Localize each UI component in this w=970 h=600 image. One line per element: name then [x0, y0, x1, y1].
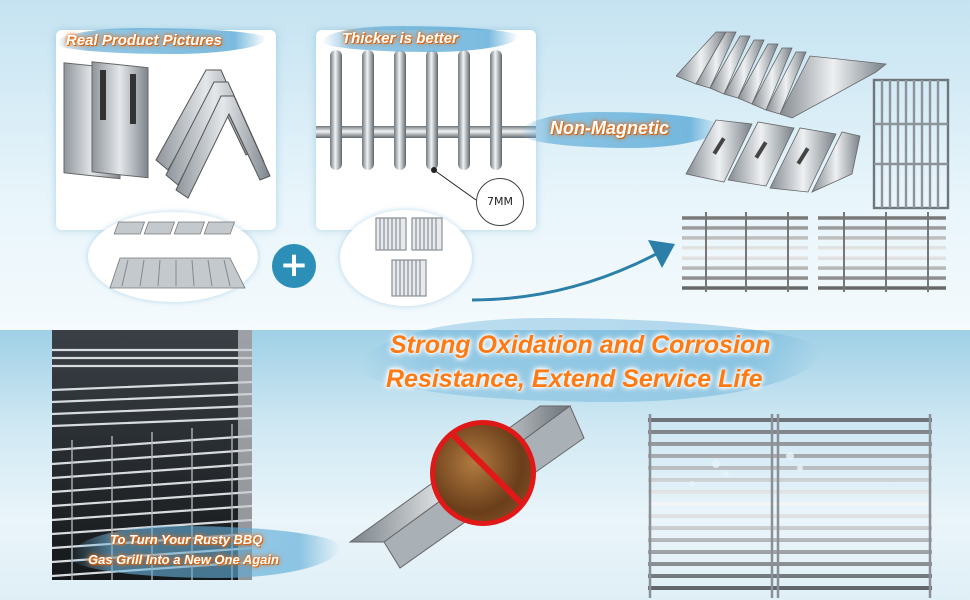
arrow-icon — [471, 240, 675, 302]
real-product-label: Real Product Pictures — [66, 32, 222, 49]
bars-preview-photo — [109, 221, 246, 289]
caption-line-1: To Turn Your Rusty BBQ — [110, 532, 263, 547]
real-product-card — [56, 30, 276, 230]
caption-brush — [70, 526, 340, 578]
thicker-brush — [322, 26, 518, 52]
real-product-brush — [56, 28, 266, 54]
flavorizer-bars-photo — [63, 61, 271, 199]
headline-line-2: Resistance, Extend Service Life — [386, 365, 763, 393]
non-magnetic-label: Non-Magnetic — [550, 118, 669, 138]
caption-line-2: Gas Grill Into a New One Again — [88, 552, 279, 567]
large-grate-photo — [648, 414, 932, 598]
grate-rods-photo — [316, 50, 536, 201]
plus-icon: + — [272, 244, 316, 288]
thicker-card — [316, 30, 536, 230]
thickness-badge: 7MM — [476, 178, 524, 226]
non-magnetic-brush — [520, 112, 720, 148]
headline-line-1: Strong Oxidation and Corrosion — [390, 331, 771, 359]
product-set-photo — [676, 31, 950, 292]
thicker-label: Thicker is better — [342, 30, 458, 47]
headline-brush — [360, 318, 820, 402]
grates-preview-photo — [375, 217, 443, 297]
no-rust-icon — [430, 420, 536, 526]
